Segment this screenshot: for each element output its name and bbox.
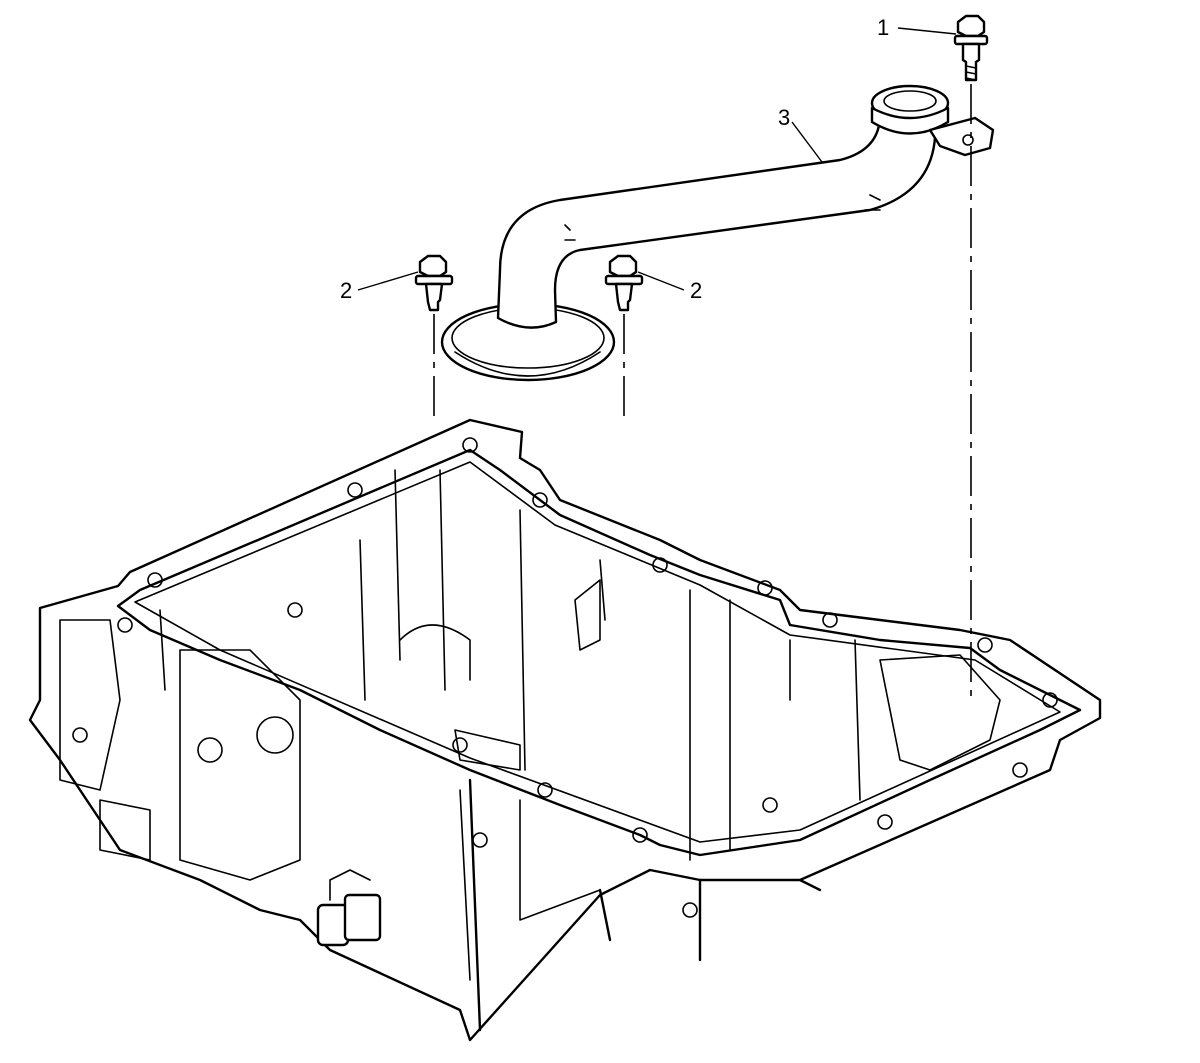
callout-2-right: 2 — [690, 278, 702, 303]
bolt-icon — [604, 254, 644, 312]
callout-1: 1 — [877, 15, 889, 40]
oil-pan-icon — [28, 418, 1102, 1042]
oil-pump-screen-tube-icon — [440, 84, 995, 382]
bolt-icon — [953, 14, 989, 82]
callout-2-left: 2 — [340, 278, 352, 303]
callout-3: 3 — [778, 105, 790, 130]
bolt-icon — [414, 254, 454, 312]
